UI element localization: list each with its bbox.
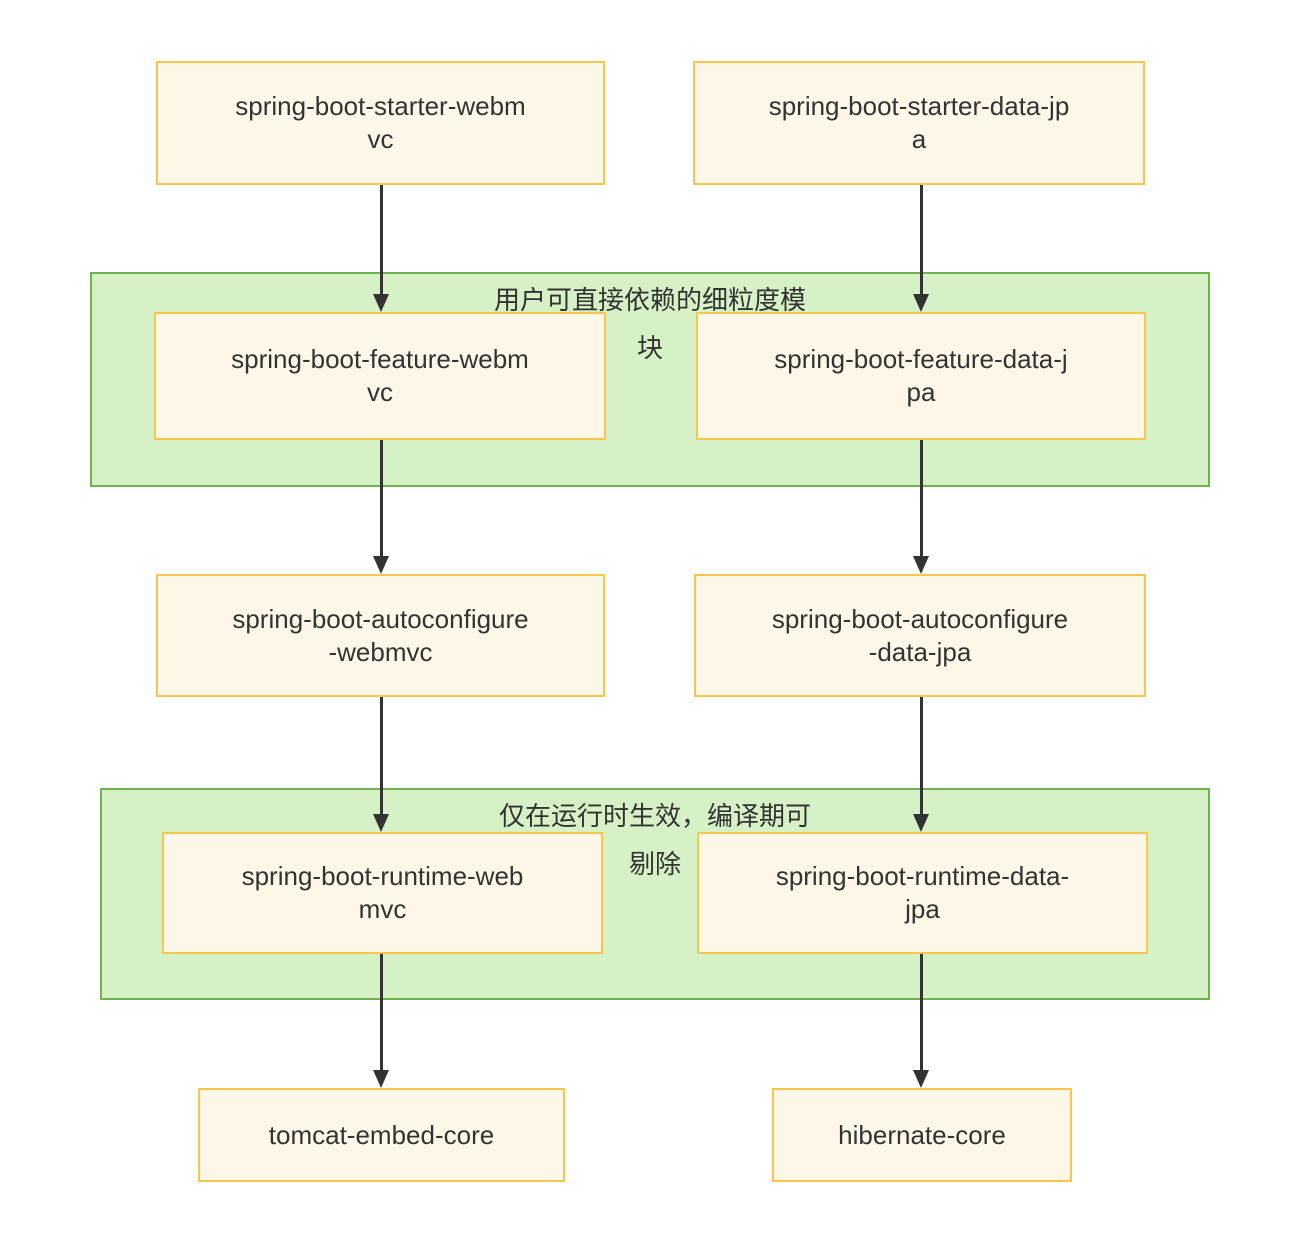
edge-line-starter-to-feature-webmvc (380, 185, 383, 295)
arrowhead-down-icon (913, 294, 929, 312)
arrowhead-down-icon (373, 814, 389, 832)
node-hibernate-core: hibernate-core (772, 1088, 1072, 1182)
edge-line-runtime-to-tomcat-embed-core (380, 954, 383, 1071)
arrowhead-down-icon (373, 556, 389, 574)
arrowhead-down-icon (913, 556, 929, 574)
arrowhead-down-icon (373, 1070, 389, 1088)
node-tomcat-embed-core: tomcat-embed-core (198, 1088, 565, 1182)
edge-line-feature-to-autoconfigure-webmvc (380, 440, 383, 557)
edge-line-feature-to-autoconfigure-data-jpa (920, 440, 923, 557)
edge-line-autoconfigure-to-runtime-data-jpa (920, 697, 923, 815)
node-spring-boot-autoconfigure-webmvc: spring-boot-autoconfigure -webmvc (156, 574, 605, 697)
arrowhead-down-icon (913, 814, 929, 832)
edge-line-autoconfigure-to-runtime-webmvc (380, 697, 383, 815)
arrowhead-down-icon (373, 294, 389, 312)
arrowhead-down-icon (913, 1070, 929, 1088)
edge-line-starter-to-feature-data-jpa (920, 185, 923, 295)
node-spring-boot-feature-webmvc: spring-boot-feature-webm vc (154, 312, 606, 440)
node-spring-boot-autoconfigure-data-jpa: spring-boot-autoconfigure -data-jpa (694, 574, 1146, 697)
cluster-runtime-only-modules-label: 仅在运行时生效，编译期可 剔除 (498, 801, 811, 879)
node-spring-boot-starter-data-jpa: spring-boot-starter-data-jp a (693, 61, 1145, 185)
node-spring-boot-starter-webmvc: spring-boot-starter-webm vc (156, 61, 605, 185)
node-spring-boot-runtime-webmvc: spring-boot-runtime-web mvc (162, 832, 603, 954)
node-spring-boot-runtime-data-jpa: spring-boot-runtime-data- jpa (697, 832, 1148, 954)
node-spring-boot-feature-data-jpa: spring-boot-feature-data-j pa (696, 312, 1146, 440)
cluster-direct-dependency-modules-label: 用户可直接依赖的细粒度模 块 (493, 285, 806, 363)
edge-line-runtime-to-hibernate-core (920, 954, 923, 1071)
